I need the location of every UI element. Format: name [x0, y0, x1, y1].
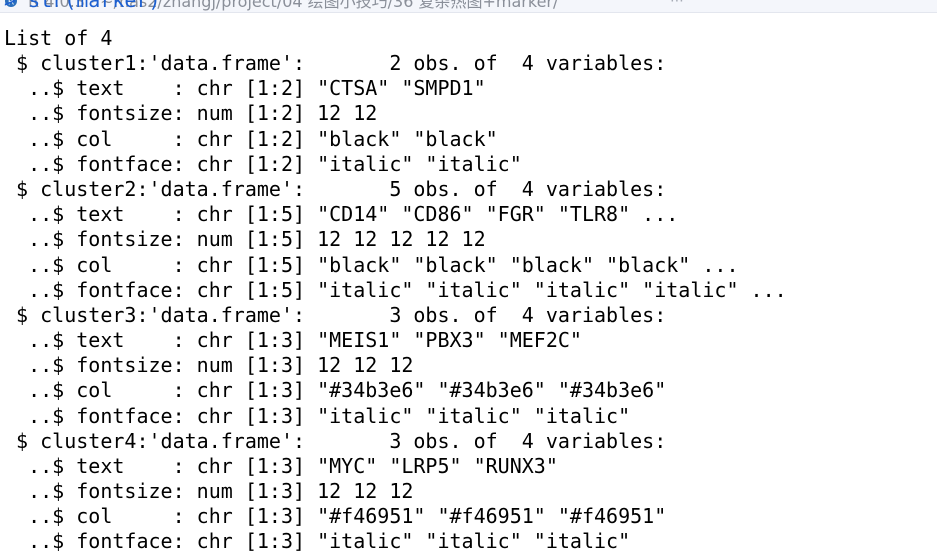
console-output-line: ..$ fontsize: num [1:3] 12 12 12	[4, 479, 414, 503]
console-output-line: ..$ col : chr [1:3] "#34b3e6" "#34b3e6" …	[4, 378, 667, 402]
console-output-line: ..$ fontface: chr [1:3] "italic" "italic…	[4, 529, 631, 553]
console-output-line: ..$ fontface: chr [1:5] "italic" "italic…	[4, 278, 787, 302]
console-output-line: ..$ fontface: chr [1:2] "italic" "italic…	[4, 152, 522, 176]
console-output-line: $ cluster1:'data.frame': 2 obs. of 4 var…	[4, 51, 667, 75]
console-output-line: ..$ col : chr [1:5] "black" "black" "bla…	[4, 253, 739, 277]
console-output-line: $ cluster3:'data.frame': 3 obs. of 4 var…	[4, 303, 667, 327]
console-output-line: ..$ text : chr [1:3] "MEIS1" "PBX3" "MEF…	[4, 328, 582, 352]
svg-text:R: R	[8, 0, 14, 8]
r-home-icon: R	[5, 0, 17, 8]
console-output-line: ..$ fontsize: num [1:5] 12 12 12 12 12	[4, 227, 486, 251]
console-path-bar: R R 4.0.3 · ~/nas2/zhangj/project/04 绘图小…	[0, 0, 937, 13]
console-output-line: ..$ text : chr [1:3] "MYC" "LRP5" "RUNX3…	[4, 454, 558, 478]
console-output-line: ..$ col : chr [1:3] "#f46951" "#f46951" …	[4, 504, 667, 528]
console-output-line: ..$ fontsize: num [1:2] 12 12	[4, 101, 378, 125]
path-overflow-icon: ⋯	[670, 0, 684, 9]
console-output-line: ..$ col : chr [1:2] "black" "black"	[4, 127, 498, 151]
console-output-line: ..$ text : chr [1:5] "CD14" "CD86" "FGR"…	[4, 202, 679, 226]
console-command: > str(marker)	[4, 0, 161, 12]
console-output-line: $ cluster4:'data.frame': 3 obs. of 4 var…	[4, 429, 667, 453]
console-output-line: ..$ fontface: chr [1:3] "italic" "italic…	[4, 404, 631, 428]
console-output-line: ..$ fontsize: num [1:3] 12 12 12	[4, 353, 414, 377]
console-output-line: ..$ text : chr [1:2] "CTSA" "SMPD1"	[4, 76, 486, 100]
console-output-line: $ cluster2:'data.frame': 5 obs. of 4 var…	[4, 177, 667, 201]
console-output-line: List of 4	[4, 26, 113, 50]
working-directory-path: R 4.0.3 · ~/nas2/zhangj/project/04 绘图小技巧…	[28, 0, 559, 11]
